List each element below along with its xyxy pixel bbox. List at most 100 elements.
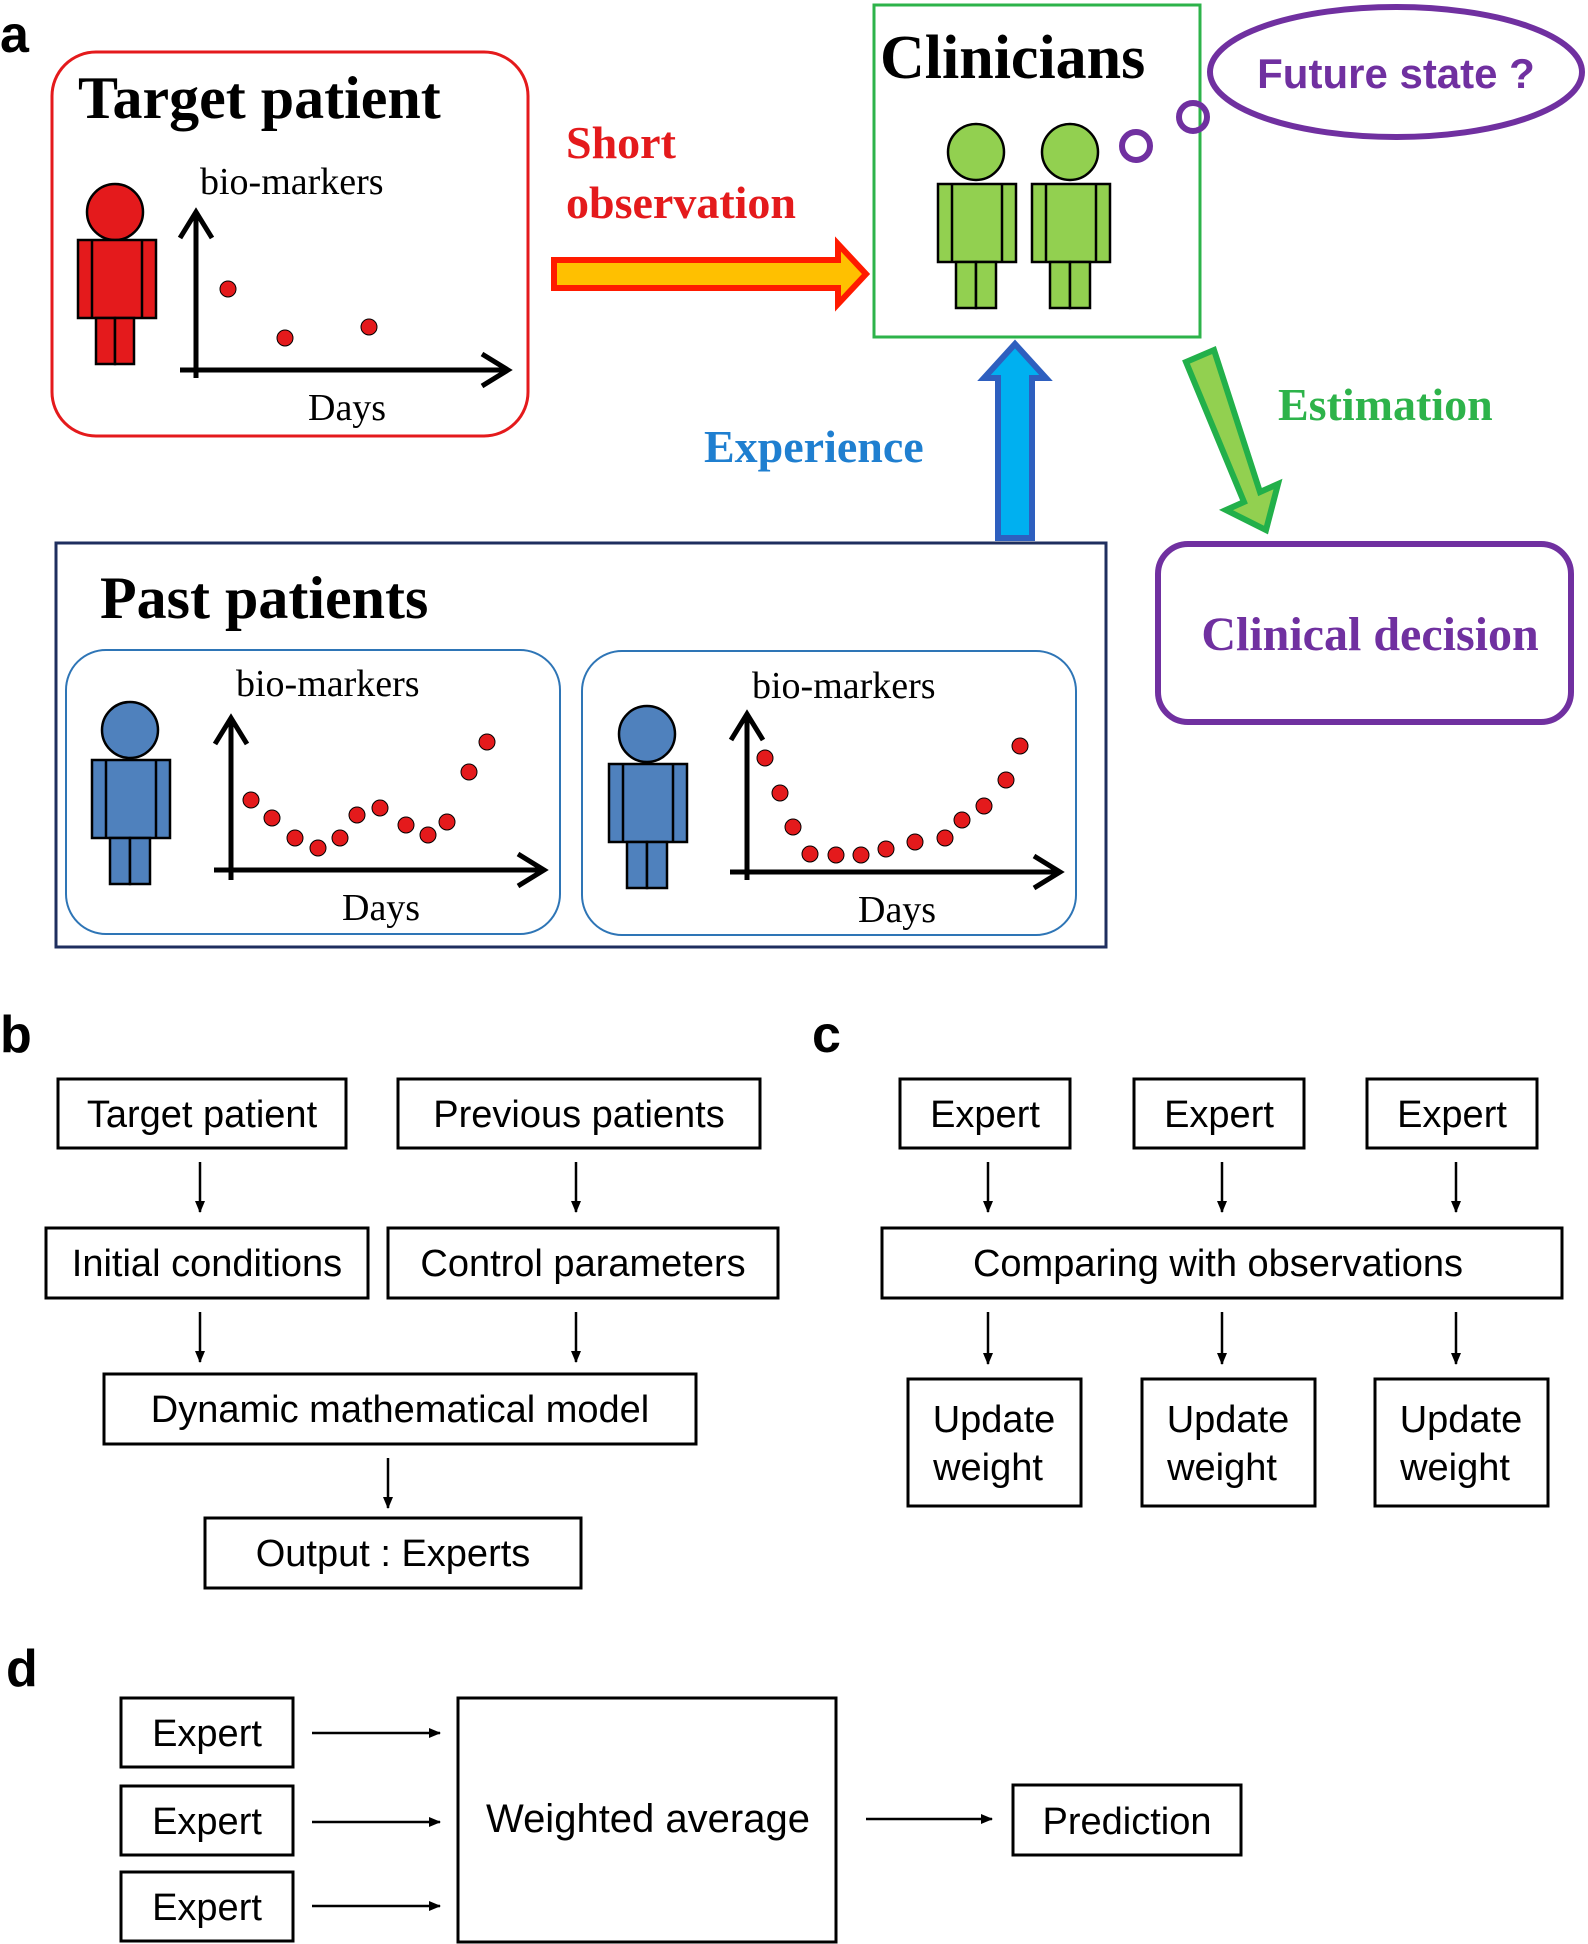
initial-conditions-node-text: Initial conditions [72, 1243, 342, 1285]
target-chart: bio-markers Days [177, 161, 513, 429]
short-observation-line2: observation [566, 177, 796, 228]
prediction-node: Prediction [1011, 1783, 1243, 1857]
thought-bubble-small [1119, 129, 1153, 163]
weighted-average-node-text: Weighted average [486, 1797, 810, 1841]
target-data-point [360, 318, 378, 336]
expert-node-d1: Expert [119, 1696, 295, 1769]
past-person-icon [607, 704, 689, 890]
panel-label-a: a [0, 6, 30, 64]
target-xlabel: Days [308, 387, 386, 429]
clinical-decision-text: Clinical decision [1201, 608, 1538, 661]
past-data-point [1011, 737, 1029, 755]
past-data-point [242, 791, 260, 809]
past-data-point [371, 799, 389, 817]
past-chart-1: bio-markers Days [65, 649, 561, 935]
past-data-point [877, 840, 895, 858]
past-data-point [906, 833, 924, 851]
weighted-average-node: Weighted average [456, 1696, 838, 1944]
panel-label-d: d [6, 1640, 38, 1698]
control-parameters-node-text: Control parameters [420, 1243, 745, 1285]
target-patient-node-text: Target patient [87, 1094, 318, 1136]
comparing-node: Comparing with observations [880, 1226, 1564, 1300]
clinician-person-icon [1030, 122, 1112, 310]
experience-label: Experience [704, 421, 924, 472]
past-data-point [309, 839, 327, 857]
update-weight-node-3: Update weight [1373, 1377, 1550, 1508]
expert-node-d2: Expert [119, 1784, 295, 1857]
expert-node-d1-text: Expert [152, 1713, 262, 1755]
output-node: Output : Experts [203, 1516, 583, 1590]
dynamic-model-node: Dynamic mathematical model [102, 1372, 698, 1446]
past-data-point [936, 829, 954, 847]
expert-node-c1-text: Expert [930, 1094, 1040, 1136]
update-weight-3-line2: weight [1399, 1447, 1510, 1489]
update-weight-2-line1: Update [1167, 1399, 1290, 1441]
past-data-point [460, 763, 478, 781]
panel-label-c: c [812, 1006, 841, 1064]
past-chart-1-ylabel: bio-markers [236, 663, 420, 705]
clinical-decision-box [1155, 541, 1574, 725]
expert-node-c2-text: Expert [1164, 1094, 1274, 1136]
past-data-point [784, 818, 802, 836]
update-weight-1-line2: weight [932, 1447, 1043, 1489]
previous-patients-node: Previous patients [396, 1077, 762, 1150]
update-weight-3-line1: Update [1400, 1399, 1523, 1441]
past-data-point [852, 846, 870, 864]
target-person-icon [76, 182, 158, 366]
expert-node-d3: Expert [119, 1870, 295, 1943]
target-data-point [219, 280, 237, 298]
expert-node-d2-text: Expert [152, 1801, 262, 1843]
thought-bubble-medium [1176, 100, 1210, 134]
target-patient-box: Target patient bio-markers Days [50, 50, 530, 438]
future-state-text: Future state ? [1257, 50, 1535, 97]
expert-node-c1: Expert [898, 1077, 1072, 1150]
update-weight-2-line2: weight [1166, 1447, 1277, 1489]
past-data-point [827, 846, 845, 864]
target-patient-node: Target patient [56, 1077, 348, 1150]
short-observation-line1: Short [566, 117, 677, 168]
estimation-arrow [1182, 345, 1283, 535]
estimation-label: Estimation [1278, 379, 1493, 430]
expert-node-c3: Expert [1365, 1077, 1539, 1150]
clinicians-title: Clinicians [880, 24, 1145, 92]
past-data-point [419, 826, 437, 844]
clinician-person-icon [936, 122, 1018, 310]
past-person-icon [90, 700, 172, 886]
short-observation-arrow [551, 236, 871, 312]
comparing-node-text: Comparing with observations [973, 1243, 1463, 1285]
past-data-point [801, 845, 819, 863]
past-chart-1-xlabel: Days [342, 887, 420, 929]
update-weight-node-2: Update weight [1140, 1377, 1317, 1508]
experience-arrow [977, 339, 1053, 541]
target-ylabel: bio-markers [200, 161, 384, 203]
target-patient-title: Target patient [78, 65, 441, 131]
past-data-point [756, 749, 774, 767]
panel-label-b: b [0, 1006, 32, 1064]
past-data-point [771, 784, 789, 802]
update-weight-node-1: Update weight [906, 1377, 1083, 1508]
update-weight-1-line1: Update [933, 1399, 1056, 1441]
past-data-point [975, 797, 993, 815]
past-patients-title: Past patients [100, 565, 428, 631]
past-data-point [286, 829, 304, 847]
expert-node-d3-text: Expert [152, 1887, 262, 1929]
dynamic-model-node-text: Dynamic mathematical model [151, 1389, 649, 1431]
initial-conditions-node: Initial conditions [44, 1226, 370, 1300]
past-patients-box: Past patients bio-markers Days [54, 541, 1108, 949]
past-chart-2-ylabel: bio-markers [752, 665, 936, 707]
past-data-point [263, 809, 281, 827]
past-chart-2: bio-markers Days [581, 650, 1077, 936]
prediction-node-text: Prediction [1043, 1801, 1212, 1843]
past-data-point [953, 811, 971, 829]
output-node-text: Output : Experts [256, 1533, 531, 1575]
future-state-bubble [1207, 4, 1585, 140]
clinicians-box: Clinicians [872, 3, 1202, 339]
control-parameters-node: Control parameters [386, 1226, 780, 1300]
target-data-point [276, 329, 294, 347]
expert-node-c2: Expert [1132, 1077, 1306, 1150]
past-data-point [397, 816, 415, 834]
past-data-point [331, 829, 349, 847]
expert-node-c3-text: Expert [1397, 1094, 1507, 1136]
past-data-point [997, 771, 1015, 789]
